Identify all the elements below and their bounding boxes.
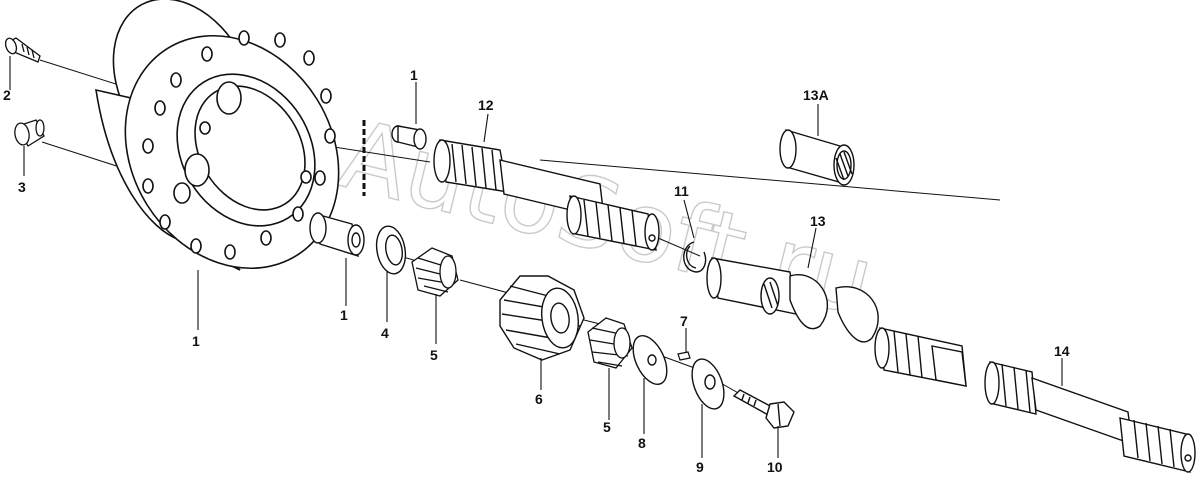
large-gear-part-6 [499,275,585,361]
plug-part-3 [14,119,45,147]
callout-13a: 13A [803,87,829,103]
callout-5-second: 5 [603,419,611,435]
pinion-shaft-part-12 [433,139,660,251]
needle-bearing-part-13a [779,129,855,186]
callout-1-hub: 1 [192,333,200,349]
bolt-part-2 [4,37,41,63]
snap-ring-part-11 [683,241,707,273]
callout-9: 9 [696,459,704,475]
callout-4: 4 [381,325,389,341]
small-gear-part-5b [587,317,633,369]
hub-housing-part-1 [95,0,340,271]
callout-12: 12 [478,97,494,113]
callout-14: 14 [1054,343,1070,359]
callout-13: 13 [810,213,826,229]
callout-2: 2 [3,87,11,103]
callout-8: 8 [638,435,646,451]
washer-part-4 [375,225,407,275]
small-gear-part-5a [411,247,459,297]
pin-part-1-upper [391,125,427,150]
callout-11: 11 [674,183,689,199]
bushing-part-1-lower [309,212,365,258]
callout-labels: 1 1 1 2 3 4 5 6 5 7 8 9 10 11 12 13 13A … [3,67,1070,475]
splined-shaft-part-14 [874,327,1196,473]
callout-1-bushing: 1 [340,307,348,323]
callout-7: 7 [680,313,688,329]
callout-5-first: 5 [430,347,438,363]
washer-part-8 [632,335,668,385]
washer-part-9 [691,358,725,410]
key-part-7 [677,351,691,361]
callout-10: 10 [767,459,783,475]
callout-6: 6 [535,391,543,407]
callout-1-pin: 1 [410,67,418,83]
bolt-part-10 [732,389,795,429]
leader-lines [9,56,1063,458]
shaft-assembly-part-13 [706,257,879,343]
callout-3: 3 [18,179,26,195]
